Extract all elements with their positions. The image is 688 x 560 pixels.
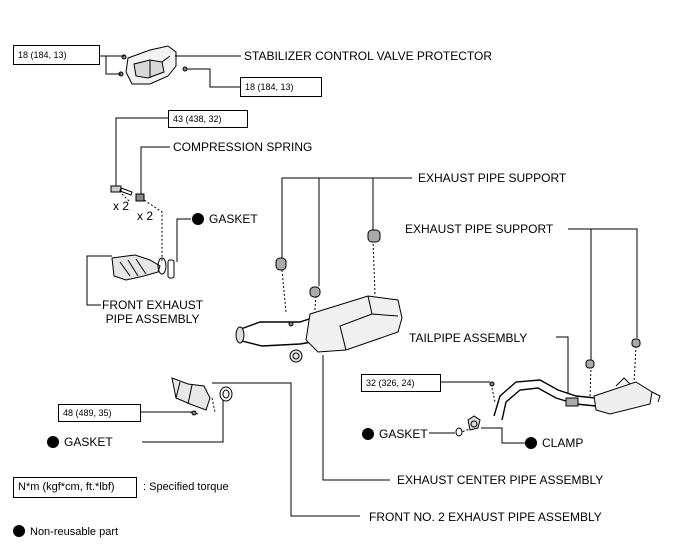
gasket-right-label: GASKET xyxy=(362,427,428,441)
gasket-clamp-part xyxy=(455,415,481,437)
front-no2-pipe-part xyxy=(171,377,233,416)
compression-spring-label: COMPRESSION SPRING xyxy=(173,140,313,154)
clamp-label: CLAMP xyxy=(525,436,583,450)
torque-legend-box: N*m (kgf*cm, ft.*lbf) xyxy=(13,477,137,498)
bolt-and-spring xyxy=(110,185,145,202)
leader-lines xyxy=(86,55,638,517)
torque-spec-43: 43 (438, 32) xyxy=(168,110,248,128)
front-exhaust-pipe-part xyxy=(111,254,175,281)
front-exhaust-pipe-assembly-label: FRONT EXHAUST PIPE ASSEMBLY xyxy=(102,298,204,326)
non-reusable-icon xyxy=(192,213,204,225)
exhaust-pipe-support-label-top: EXHAUST PIPE SUPPORT xyxy=(418,171,567,185)
non-reusable-icon xyxy=(525,437,537,449)
front-no2-exhaust-pipe-assembly-label: FRONT NO. 2 EXHAUST PIPE ASSEMBLY xyxy=(369,510,602,524)
non-reusable-icon xyxy=(362,428,374,440)
torque-spec-valve-left: 18 (184, 13) xyxy=(13,45,100,65)
stabilizer-control-valve-protector-label: STABILIZER CONTROL VALVE PROTECTOR xyxy=(244,49,493,63)
torque-legend-description: : Specified torque xyxy=(143,481,229,493)
stabilizer-protector-part xyxy=(118,45,188,85)
torque-spec-48: 48 (489, 35) xyxy=(58,404,141,422)
non-reusable-icon xyxy=(13,525,25,537)
spring-qty-label: x 2 xyxy=(137,209,154,223)
exhaust-pipe-support-label-right: EXHAUST PIPE SUPPORT xyxy=(405,222,554,236)
gasket-left-label: GASKET xyxy=(47,435,113,449)
torque-spec-32: 32 (326, 24) xyxy=(361,374,441,392)
tailpipe-assembly-label: TAILPIPE ASSEMBLY xyxy=(409,331,528,345)
tailpipe-part xyxy=(489,338,661,421)
gasket-top-label: GASKET xyxy=(192,212,258,226)
non-reusable-icon xyxy=(47,436,59,448)
non-reusable-legend: Non-reusable part xyxy=(13,525,118,539)
bolt-qty-label: x 2 xyxy=(113,199,130,213)
torque-spec-valve-right: 18 (184, 13) xyxy=(240,77,322,97)
center-pipe-muffler-part xyxy=(235,229,403,363)
exhaust-center-pipe-assembly-label: EXHAUST CENTER PIPE ASSEMBLY xyxy=(397,473,604,487)
